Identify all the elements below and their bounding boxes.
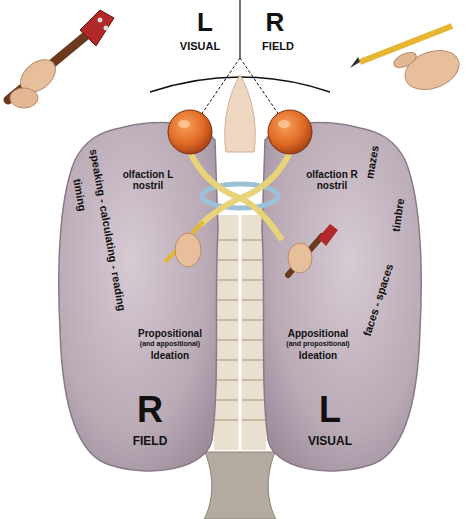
ideation-note: (and appositional) (140, 340, 200, 348)
brainstem (204, 452, 276, 519)
olfaction-label: olfaction R nostril (303, 169, 361, 191)
field-letter: R (266, 8, 285, 37)
field-letter: L (319, 390, 341, 430)
ideation-note: (and propositional) (286, 340, 349, 348)
olfaction-label: olfaction L nostril (119, 169, 177, 191)
ideation-heading: Ideation (299, 350, 337, 361)
ideation-heading: Ideation (151, 350, 189, 361)
eyes (168, 110, 312, 154)
right-hemisphere (262, 123, 421, 471)
field-word: FIELD (262, 40, 294, 52)
pencil-hand-icon (350, 26, 464, 96)
ideation-heading: Propositional (138, 328, 202, 339)
pencil-hand-small (165, 222, 203, 267)
corpus-callosum (214, 215, 266, 450)
field-letter: L (197, 8, 213, 37)
ideation-heading: Appositional (288, 328, 349, 339)
field-word: FIELD (133, 435, 168, 448)
field-word: VISUAL (180, 40, 220, 52)
guitar-hand-icon (8, 10, 114, 108)
nose (225, 75, 255, 152)
field-letter: R (137, 390, 163, 430)
left-hemisphere (59, 123, 218, 471)
field-word: VISUAL (308, 435, 352, 448)
optic-pathway (190, 152, 290, 240)
guitar-hand-small (288, 224, 338, 275)
